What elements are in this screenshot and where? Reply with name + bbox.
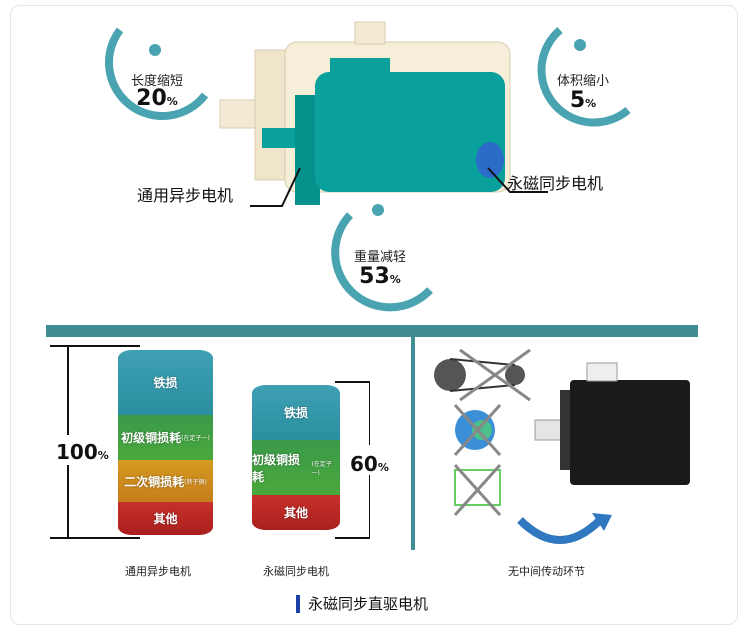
direct-drive-illustration <box>434 348 690 544</box>
gearbox-icon <box>454 469 501 506</box>
segment-other: 其他 <box>118 502 213 535</box>
pm-motor-label: 永磁同步电机 <box>507 174 604 193</box>
segment-secondary-copper: 二次铜损耗(转子侧) <box>118 460 213 502</box>
cycle-arrow-volume <box>537 26 631 127</box>
section-divider-bar <box>46 325 698 337</box>
direct-drive-motor-icon <box>534 362 690 485</box>
length-reduction-value: 20% <box>136 86 178 111</box>
pm-loss-battery: 铁损 初级铜损耗(在定子一) 其他 <box>252 385 340 530</box>
dimension-lines <box>50 345 370 539</box>
weight-reduction-value: 53% <box>359 264 401 289</box>
left-percent: 100% <box>56 440 109 464</box>
belt-drive-icon <box>434 358 525 392</box>
length-reduction-label: 长度缩短 <box>130 74 183 89</box>
cycle-arrow-length <box>105 27 209 120</box>
figure-caption: 永磁同步直驱电机 <box>296 593 428 614</box>
cycle-arrow-weight <box>331 212 433 312</box>
vertical-divider <box>411 337 415 550</box>
left-battery-caption: 通用异步电机 <box>125 565 191 578</box>
induction-loss-battery: 铁损 初级铜损耗(在定子一) 二次铜损耗(转子侧) 其他 <box>118 350 213 535</box>
caption-marker <box>296 594 300 613</box>
segment-iron-loss: 铁损 <box>252 385 340 440</box>
volume-reduction-value: 5% <box>569 88 597 113</box>
segment-other: 其他 <box>252 495 340 530</box>
curved-arrow-icon <box>517 517 603 544</box>
right-percent: 60% <box>350 452 389 476</box>
segment-primary-copper: 初级铜损耗(在定子一) <box>252 440 340 495</box>
right-battery-caption: 永磁同步电机 <box>263 565 329 578</box>
volume-reduction-label: 体积缩小 <box>556 74 609 89</box>
motor-comparison-illustration <box>105 21 631 312</box>
segment-primary-copper: 初级铜损耗(在定子一) <box>118 415 213 460</box>
weight-reduction-label: 重量减轻 <box>353 250 406 265</box>
induction-motor-label: 通用异步电机 <box>137 186 234 205</box>
segment-iron-loss: 铁损 <box>118 350 213 415</box>
direct-drive-caption: 无中间传动环节 <box>508 565 585 578</box>
